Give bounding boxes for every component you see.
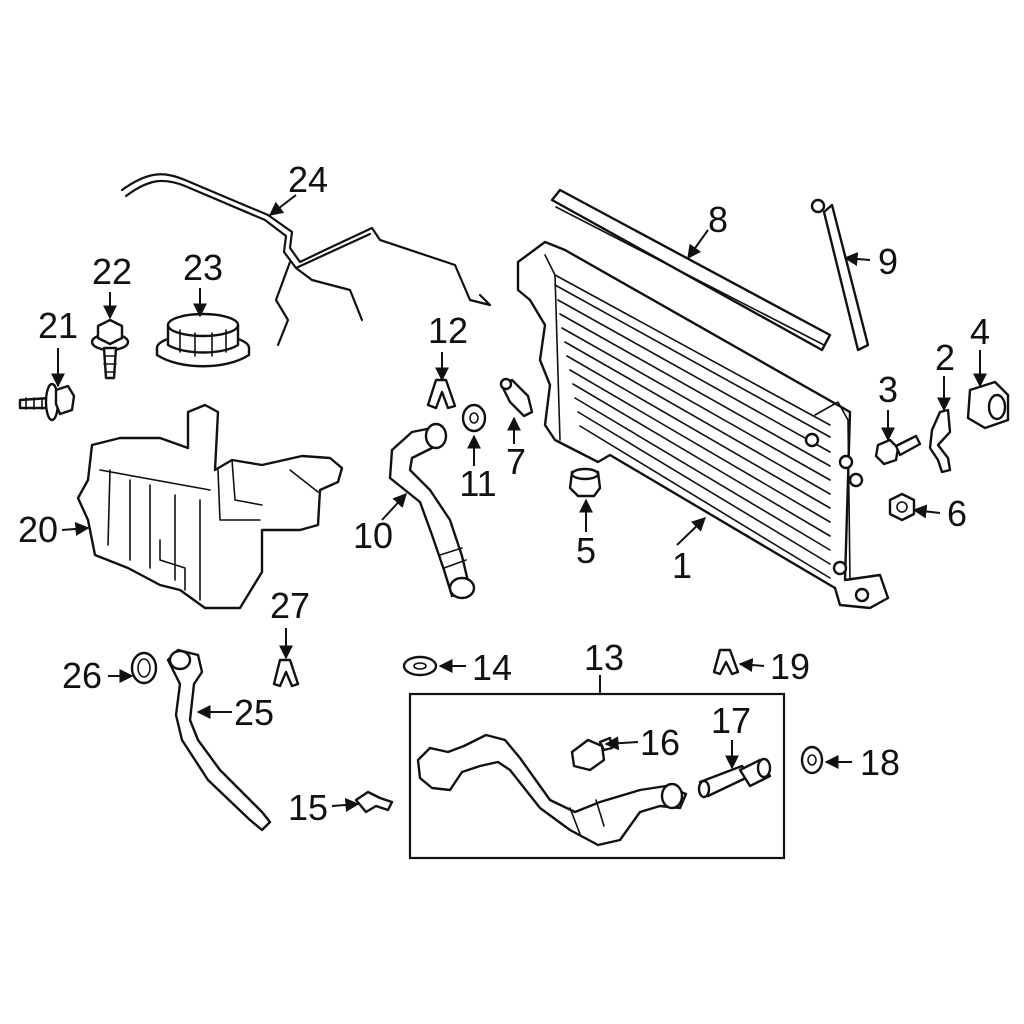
callout-24: 24 [288,159,328,200]
callout-17: 17 [711,700,751,741]
coolant-pipe-part [416,733,688,847]
callout-6: 6 [947,493,967,534]
callout-1: 1 [672,545,692,586]
callout-27: 27 [270,585,310,626]
support-rod-part [810,198,870,352]
washer-11-part [461,403,487,433]
callout-21: 21 [38,305,78,346]
callout-7: 7 [506,441,526,482]
bolt-part [874,434,922,466]
callout-9: 9 [878,241,898,282]
callout-20: 20 [18,509,58,550]
stud-bolt-part [90,318,130,380]
seal-ring-part [130,651,158,685]
clip-15-part [354,790,394,814]
bracket-part [928,408,952,474]
washer-14-part [402,655,438,677]
callout-19: 19 [770,646,810,687]
callout-23: 23 [183,247,223,288]
sensor-part [570,736,614,772]
callout-5: 5 [576,530,596,571]
clip-27-part [272,658,300,688]
clip-19-part [712,648,740,676]
washer-18-part [800,745,824,775]
clip-12-part [426,378,457,410]
callout-12: 12 [428,310,468,351]
radiator-part [516,240,890,610]
callout-11: 11 [459,463,496,504]
callout-2: 2 [935,337,955,378]
callout-25: 25 [234,692,274,733]
callout-22: 22 [92,251,132,292]
callout-26: 26 [62,655,102,696]
leader-lines [51,194,987,812]
grommet-part [568,467,602,498]
vent-tube-part [120,173,492,347]
connector-part [697,757,772,799]
callout-8: 8 [708,199,728,240]
callout-13: 13 [584,637,624,678]
assembly-13-box [408,692,786,860]
callout-14: 14 [472,647,512,688]
callout-18: 18 [860,742,900,783]
callout-3: 3 [878,369,898,410]
callout-labels: 1 2 3 4 5 6 7 8 9 10 11 12 13 14 15 16 1… [18,159,990,828]
coolant-reservoir-part [76,403,344,610]
insulator-part [966,380,1010,430]
seal-strip-part [550,188,832,352]
callout-15: 15 [288,787,328,828]
callout-4: 4 [970,311,990,352]
nut-part [888,492,916,522]
valve-part [499,377,534,418]
callout-10: 10 [353,515,393,556]
reservoir-cap-part [155,312,251,368]
hose-25-part [166,648,272,832]
callout-16: 16 [640,722,680,763]
bolt-21-part [18,382,76,422]
hose-10-part [388,422,476,600]
